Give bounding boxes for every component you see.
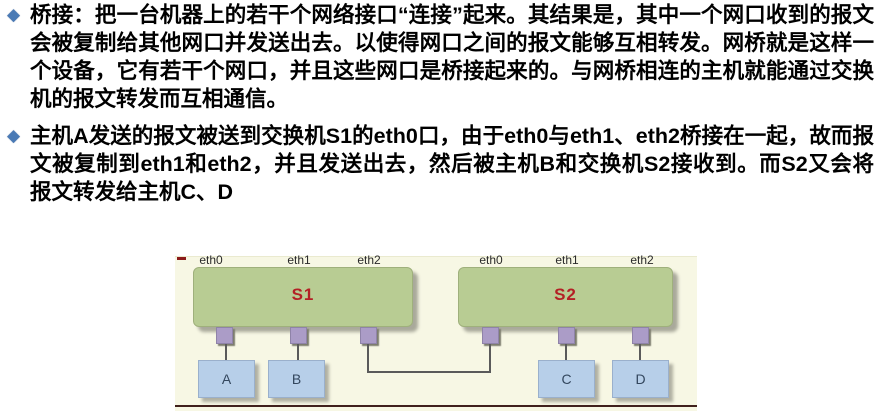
- s2-eth0-port: [482, 327, 499, 344]
- s2-eth0-label: eth0: [479, 253, 503, 267]
- wire-s1eth0-hostA: [225, 344, 227, 360]
- switch-s1-box: S1 eth0 eth1 eth2: [193, 253, 413, 327]
- s2-eth2-label: eth2: [630, 253, 654, 267]
- switch-s2-box: S2 eth0 eth1 eth2: [458, 253, 673, 327]
- s1-eth2-label: eth2: [357, 253, 381, 267]
- diamond-bullet-icon: ◆: [7, 5, 21, 24]
- host-d-label: D: [635, 371, 646, 387]
- wire-s1eth2-s2eth0: [367, 371, 491, 373]
- s1-eth1-port: [290, 327, 307, 344]
- s1-eth0-port: [216, 327, 233, 344]
- host-a-box: A: [198, 360, 255, 398]
- switch-s2-label: S2: [554, 285, 577, 304]
- host-b-label: B: [291, 371, 302, 387]
- wire-s2eth2-hostD: [639, 344, 641, 360]
- s2-eth1-port: [558, 327, 575, 344]
- s2-eth1-label: eth1: [555, 253, 579, 267]
- host-d-box: D: [612, 360, 669, 398]
- wire-s2eth0-up: [489, 344, 491, 373]
- bridging-topology-diagram: S1 eth0 eth1 eth2 S2 eth0 eth1 eth2 A B …: [175, 253, 697, 411]
- diagram-corner-mark: [177, 257, 186, 260]
- diagram-bottom-border: [175, 405, 697, 407]
- bullet-item-bridging-definition: ◆ 桥接：把一台机器上的若干个网络接口“连接”起来。其结果是，其中一个网口收到的…: [0, 1, 878, 113]
- host-a-label: A: [221, 371, 232, 387]
- s1-eth0-label: eth0: [199, 253, 223, 267]
- switch-s1-label: S1: [291, 285, 315, 304]
- wire-s1eth1-hostB: [297, 344, 299, 360]
- s1-eth2-port: [360, 327, 377, 344]
- bullet-item-forwarding-example: ◆ 主机A发送的报文被送到交换机S1的eth0口，由于eth0与eth1、eth…: [0, 122, 878, 206]
- s1-eth1-label: eth1: [287, 253, 311, 267]
- host-c-box: C: [538, 360, 595, 398]
- s2-eth2-port: [632, 327, 649, 344]
- diamond-bullet-icon: ◆: [7, 126, 21, 145]
- bullet-text: 桥接：把一台机器上的若干个网络接口“连接”起来。其结果是，其中一个网口收到的报文…: [30, 3, 874, 111]
- bullet-text: 主机A发送的报文被送到交换机S1的eth0口，由于eth0与eth1、eth2桥…: [30, 124, 874, 204]
- host-c-label: C: [561, 371, 572, 387]
- wire-s1eth2-down: [367, 344, 369, 373]
- slide-body-text: ◆ 桥接：把一台机器上的若干个网络接口“连接”起来。其结果是，其中一个网口收到的…: [0, 1, 878, 215]
- wire-s2eth1-hostC: [565, 344, 567, 360]
- host-b-box: B: [268, 360, 325, 398]
